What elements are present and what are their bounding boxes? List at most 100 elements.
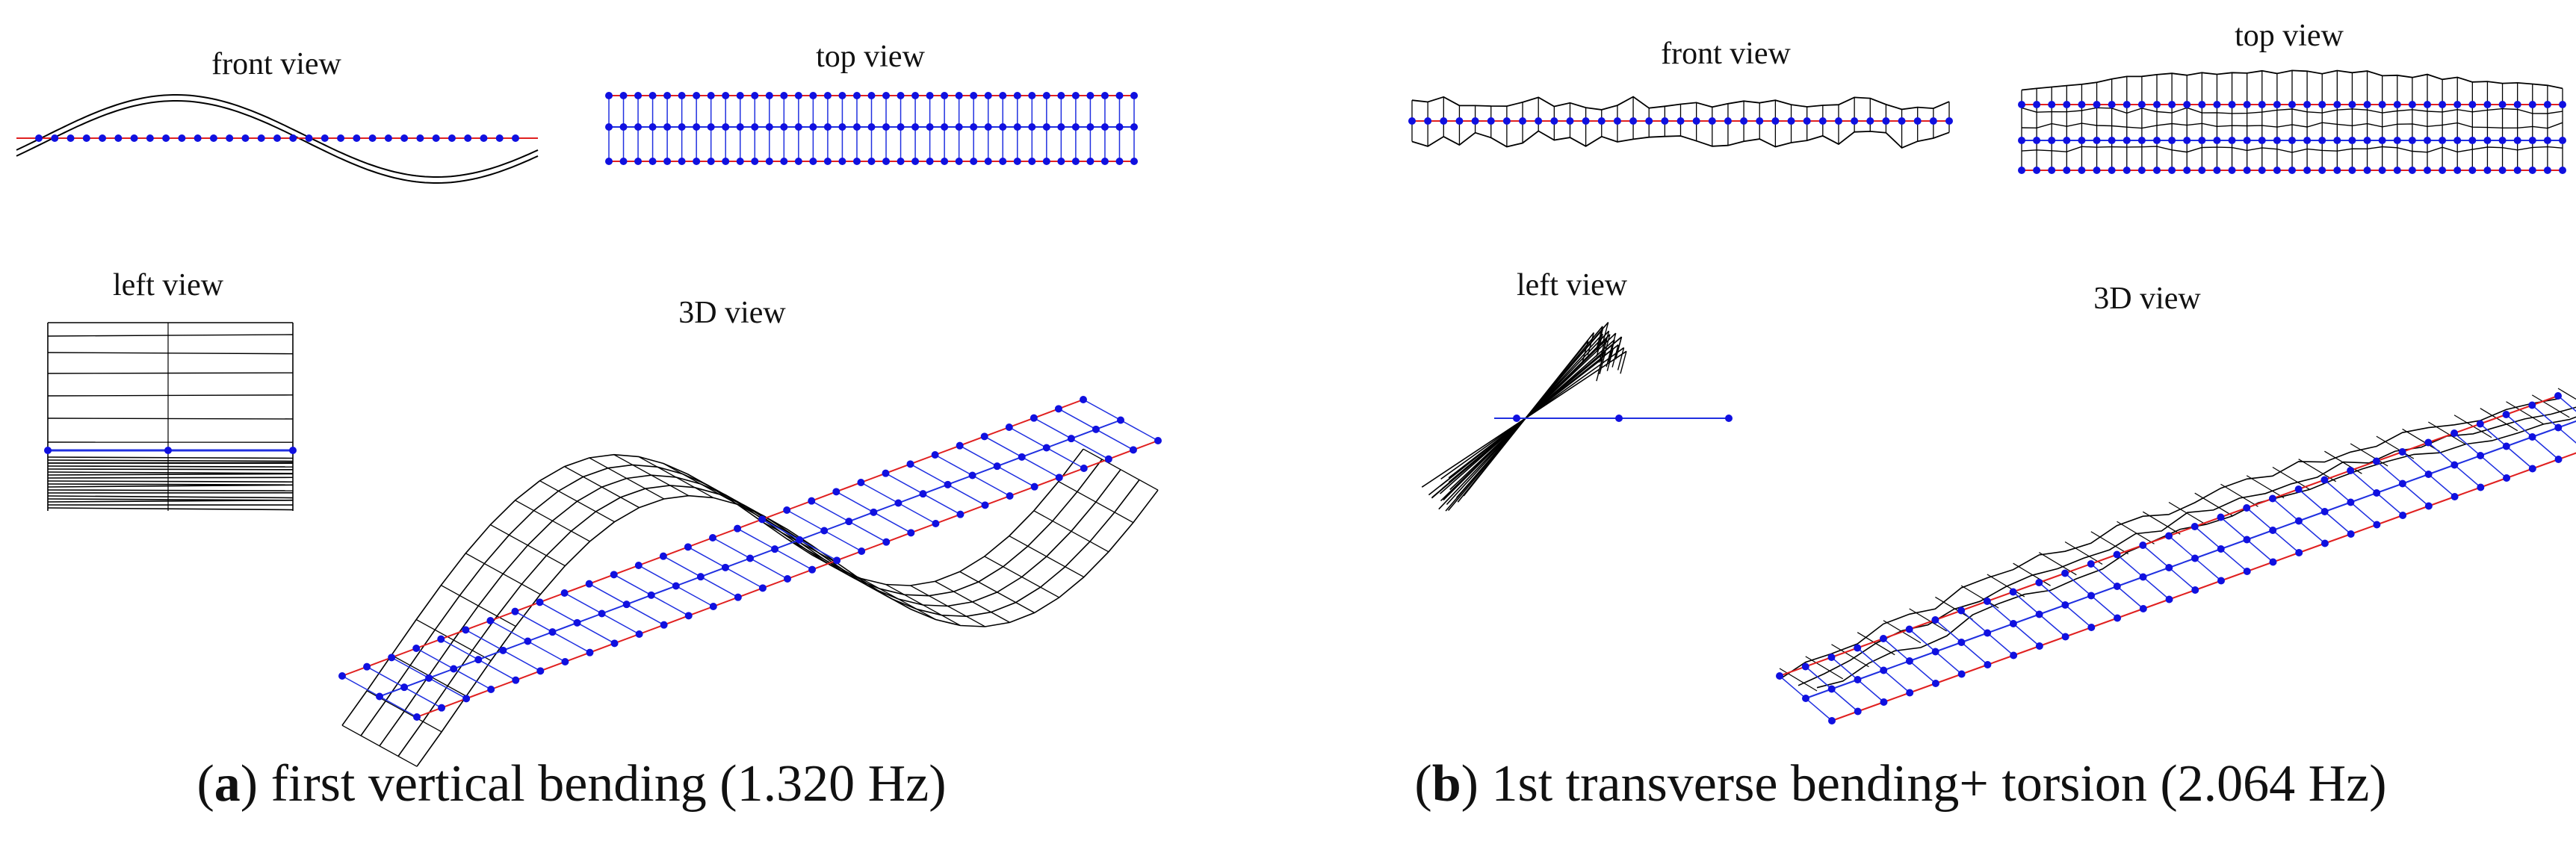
deformed-edge [47,473,294,476]
node-dot [808,565,817,574]
node-dot [486,617,495,624]
node-dot [2183,101,2191,108]
node-dot [1018,453,1026,461]
node-dot [2303,101,2312,108]
node-dot [970,158,978,165]
node-dot [273,134,281,142]
node-dot [437,635,445,643]
node-dot [2018,101,2025,108]
deformed-edge [47,499,294,503]
node-dot [1725,415,1733,422]
node-dot [1957,606,1966,615]
deformed-edge [1009,536,1085,578]
node-dot [845,518,853,526]
node-dot [1882,117,1890,125]
node-dot [1115,92,1124,99]
left-view-title: left view [112,268,224,302]
node-dot [2113,583,2121,590]
node-dot [794,92,802,99]
node-dot [1983,598,1991,605]
node-dot [2213,101,2221,108]
node-dot [2399,512,2407,519]
node-dot [2153,167,2161,174]
node-dot [2137,137,2146,144]
node-dot [1086,123,1095,131]
grid-line [2531,404,2576,444]
deformed-edge [1620,351,1627,374]
node-dot [736,158,744,165]
node-dot [707,123,715,131]
node-dot [524,637,532,645]
node-dot [2513,167,2521,174]
node-dot [1154,437,1162,444]
node-dot [1502,117,1511,125]
deformed-edge [2324,450,2362,474]
deformed-edge [1601,322,1609,345]
deformed-edge [935,580,1010,623]
node-dot [852,158,861,165]
grid-line [2557,395,2576,412]
node-dot [820,527,829,535]
node-dot [2347,467,2355,474]
node-dot [2303,137,2312,144]
node-dot [926,158,934,165]
deformed-edge [712,488,788,530]
node-dot [2483,101,2492,108]
node-dot [808,497,816,505]
node-dot [2373,489,2381,497]
node-dot [722,123,730,131]
node-dot [1042,92,1050,99]
deformed-edge [2272,467,2311,491]
node-dot [2554,392,2562,400]
node-dot [2528,167,2536,174]
node-dot [2503,474,2511,482]
deformed-edge [47,484,294,488]
front-view-title: front view [1661,37,1791,71]
node-dot [709,603,717,610]
node-dot [2498,167,2507,174]
node-dot [721,563,729,571]
node-dot [388,654,396,662]
node-dot [2123,137,2131,144]
deformed-edge [1831,644,1869,668]
deformed-edge [1411,130,1950,149]
node-dot [2424,167,2431,174]
node-dot [2348,101,2356,108]
node-dot [1566,117,1574,125]
deformed-edge [1596,329,1603,353]
node-dot [765,158,773,165]
node-dot [2378,167,2386,174]
node-dot [1071,123,1080,131]
node-dot [765,92,773,99]
node-dot [751,92,759,99]
deformed-edge [786,538,862,581]
node-dot [2228,137,2236,144]
node-dot [2318,137,2326,144]
node-dot [1866,117,1874,125]
node-dot [2453,167,2462,174]
node-dot [852,92,861,99]
node-dot [968,471,976,480]
node-dot [780,92,788,99]
deformed-edge [613,454,690,497]
node-dot [2213,137,2221,144]
node-dot [337,134,345,142]
node-dot [548,628,557,636]
node-dot [941,158,949,165]
deformed-edge [2506,401,2544,425]
node-dot [941,92,949,99]
deformed-edge [47,394,294,397]
node-dot [2303,167,2312,174]
deformed-edge [2117,521,2155,544]
node-dot [2078,101,2086,108]
deformed-edge [1597,352,1605,375]
node-dot [955,92,963,99]
node-dot [605,158,613,165]
node-dot [474,656,483,664]
node-dot [2468,101,2477,108]
node-dot [1006,492,1014,500]
node-dot [1080,465,1088,472]
node-dot [1054,405,1062,413]
node-dot [2320,476,2329,484]
node-dot [2468,137,2477,144]
